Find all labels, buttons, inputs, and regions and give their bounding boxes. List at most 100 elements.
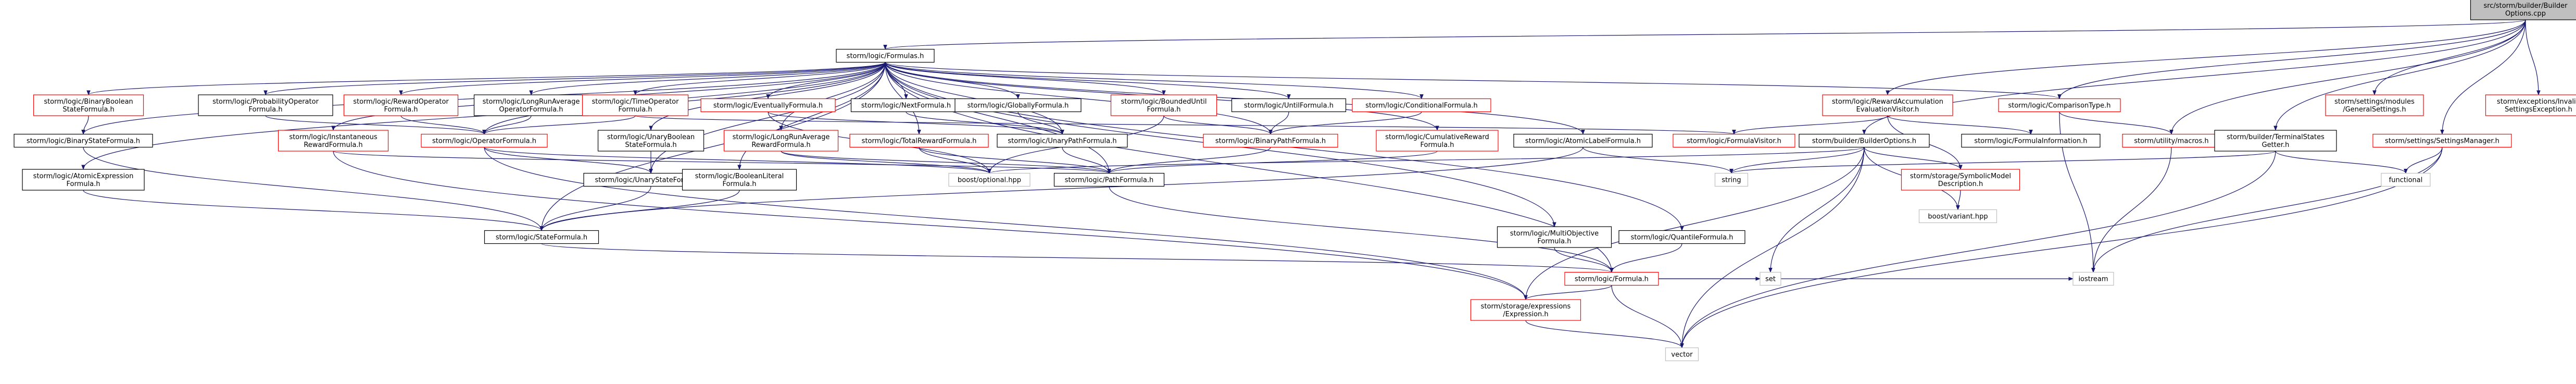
edge: [649, 62, 886, 174]
edge: [484, 146, 991, 174]
node-label: string: [1721, 177, 1741, 184]
edge: [1582, 147, 1733, 174]
node-pathformula[interactable]: storm/logic/PathFormula.h: [1053, 172, 1165, 187]
node-builderopts[interactable]: storm/builder/BuilderOptions.h: [1799, 133, 1930, 148]
node-box: [948, 172, 1031, 187]
node-operator[interactable]: storm/logic/OperatorFormula.h: [421, 133, 548, 148]
node-root[interactable]: src/storm/builder/BuilderOptions.cpp: [2470, 0, 2576, 20]
edge-builderopts-to-vector: [1680, 147, 1865, 349]
edge-bounduntil-to-binpath: [1163, 115, 1273, 135]
node-label: storm/logic/TimeOperator: [592, 98, 680, 106]
edge: [2273, 19, 2526, 131]
edge: [1525, 320, 1684, 349]
edge: [482, 115, 532, 135]
node-next[interactable]: storm/logic/NextFormula.h: [850, 98, 962, 113]
edge-formulas-to-lravgreward: [779, 62, 886, 131]
edge-symbolic-to-variant: [1956, 190, 1961, 210]
node-formulainfo[interactable]: storm/logic/FormulaInformation.h: [1961, 133, 2101, 148]
node-formulavisitor[interactable]: storm/logic/FormulaVisitor.h: [1673, 133, 1795, 148]
node-conditional[interactable]: storm/logic/ConditionalFormula.h: [1352, 98, 1491, 113]
edge-settingsmgr-to-iostream: [2091, 147, 2443, 273]
node-totalreward[interactable]: storm/logic/TotalRewardFormula.h: [849, 133, 989, 148]
edge: [1680, 151, 2276, 349]
node-macros[interactable]: storm/utility/macros.h: [2122, 133, 2221, 148]
edge: [885, 62, 1424, 100]
edge-formulas-to-atomiclabel: [885, 62, 1585, 135]
node-label: storm/logic/RewardOperator: [353, 98, 449, 106]
node-formulas[interactable]: storm/logic/Formulas.h: [836, 48, 935, 63]
node-binstate[interactable]: storm/logic/BinaryStateFormula.h: [14, 133, 153, 148]
edge: [1729, 147, 1865, 174]
node-box: [1961, 133, 2101, 148]
node-label: storm/logic/UnaryStateFormula.h: [595, 177, 707, 184]
node-box: [1901, 169, 2020, 191]
edge-formulas-to-rewardop: [399, 61, 886, 95]
edge-formulas-to-binbool: [86, 61, 886, 95]
edge: [263, 61, 886, 95]
edge: [539, 62, 886, 231]
node-comparison[interactable]: storm/logic/ComparisonType.h: [1998, 98, 2121, 113]
node-binpath[interactable]: storm/logic/BinaryPathFormula.h: [1203, 133, 1338, 148]
node-label: storm/logic/GloballyFormula.h: [967, 102, 1069, 110]
edge: [885, 62, 1166, 95]
node-string: string: [1714, 172, 1749, 187]
node-rewardvisitor[interactable]: storm/logic/RewardAccumulationEvaluation…: [1822, 94, 1953, 116]
node-label: src/storm/builder/Builder: [2483, 2, 2568, 10]
edge-operator-to-unarystate: [484, 147, 653, 174]
node-atomiclabel[interactable]: storm/logic/AtomicLabelFormula.h: [1513, 133, 1653, 148]
edge: [906, 112, 1064, 135]
edge: [399, 61, 886, 95]
node-formula[interactable]: storm/logic/Formula.h: [1564, 271, 1659, 286]
edge-root-to-termgetter: [2273, 19, 2526, 131]
edge: [1887, 115, 2033, 135]
node-until[interactable]: storm/logic/UntilFormula.h: [1231, 98, 1347, 113]
edge-builderopts-to-set: [1768, 147, 1865, 273]
node-expression[interactable]: storm/storage/expressions/Expression.h: [1470, 299, 1581, 321]
edge: [1864, 147, 1963, 170]
node-label: storm/utility/macros.h: [2134, 138, 2208, 145]
node-settingsmgr[interactable]: storm/settings/SettingsManager.h: [2372, 133, 2512, 148]
edge: [1524, 284, 1612, 300]
node-stateformula[interactable]: storm/logic/StateFormula.h: [484, 230, 599, 244]
edge-formulas-to-timeop: [633, 62, 886, 95]
edge-until-to-binpath: [1268, 112, 1289, 135]
node-label: storm/logic/BooleanLiteral: [695, 172, 784, 180]
node-eventually[interactable]: storm/logic/EventuallyFormula.h: [700, 98, 836, 113]
edge-builderopts-to-optional: [987, 146, 1865, 174]
node-label: boost/variant.hpp: [1928, 213, 1988, 221]
node-generalsettings[interactable]: storm/settings/modules/GeneralSettings.h: [2325, 94, 2424, 116]
edge: [649, 62, 886, 131]
node-invalidsettings[interactable]: storm/exceptions/InvalidSettingsExceptio…: [2485, 94, 2576, 116]
edge: [885, 62, 921, 135]
node-label: Formula.h: [723, 180, 757, 188]
edge-unarystate-to-stateformula: [539, 186, 651, 231]
edge-settingsmgr-to-functional: [2404, 147, 2443, 174]
edge: [1610, 243, 1682, 273]
node-lravgreward[interactable]: storm/logic/LongRunAverageRewardFormula.…: [723, 130, 839, 152]
edge: [768, 111, 1064, 135]
edges-layer: [81, 19, 2541, 349]
node-lravgop[interactable]: storm/logic/LongRunAverageOperatorFormul…: [473, 94, 589, 116]
node-unarypath[interactable]: storm/logic/UnaryPathFormula.h: [997, 133, 1128, 148]
edge: [1109, 186, 1614, 273]
node-quantile[interactable]: storm/logic/QuantileFormula.h: [1618, 230, 1745, 244]
node-optional: boost/optional.hpp: [948, 172, 1031, 187]
edge-formulas-to-comparison: [885, 62, 2062, 100]
edge: [529, 61, 886, 95]
edge-formula-to-vector: [1611, 285, 1684, 349]
node-globally[interactable]: storm/logic/GloballyFormula.h: [954, 98, 1082, 113]
edge: [2091, 147, 2172, 273]
